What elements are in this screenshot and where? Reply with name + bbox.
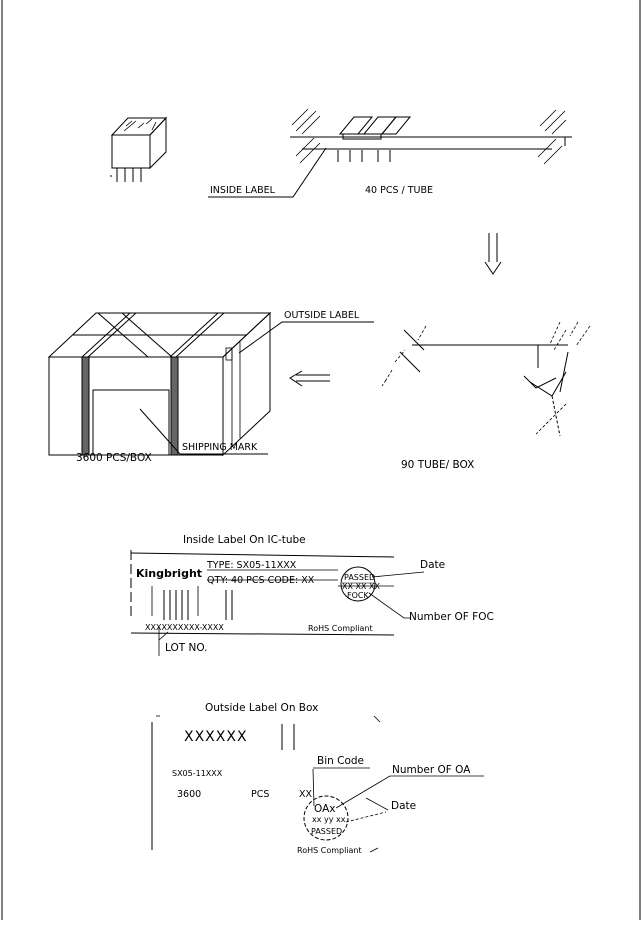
arrow-down-icon bbox=[484, 233, 502, 275]
outside-label-drawing bbox=[151, 715, 484, 853]
outside-rohs: RoHS Compliant bbox=[297, 846, 362, 855]
outside-label-caption: OUTSIDE LABEL bbox=[284, 310, 360, 321]
inside-label-heading: Inside Label On IC-tube bbox=[183, 534, 306, 546]
outside-date-caption: Date bbox=[391, 800, 416, 812]
outside-unit: PCS bbox=[251, 789, 269, 800]
oa-stamp-code: OAx bbox=[314, 803, 335, 815]
inside-label-drawing bbox=[130, 550, 425, 656]
brand-name: Kingbright bbox=[136, 567, 202, 580]
inside-label-caption: INSIDE LABEL bbox=[210, 185, 276, 196]
display-component-icon bbox=[110, 116, 168, 182]
lot-code: XXXXXXXXXX-XXXX bbox=[145, 623, 224, 632]
bin-code-caption: Bin Code bbox=[317, 755, 364, 767]
pcs-per-tube-label: 40 PCS / TUBE bbox=[365, 185, 433, 196]
foc-caption: Number OF FOC bbox=[409, 611, 494, 623]
arrow-left-icon bbox=[289, 370, 330, 387]
outside-label-heading: Outside Label On Box bbox=[205, 702, 318, 714]
type-line: TYPE: SX05-11XXX bbox=[206, 560, 297, 571]
stamp-mark: FOCK bbox=[347, 591, 369, 600]
shipping-box-icon bbox=[47, 311, 272, 457]
shipping-mark-caption: SHIPPING MARK bbox=[182, 442, 258, 453]
outside-part: SX05-11XXX bbox=[172, 769, 223, 778]
bin-value: XX bbox=[299, 789, 313, 800]
shipping-mark-leader bbox=[139, 408, 268, 455]
inside-date-caption: Date bbox=[420, 559, 445, 571]
inside-rohs: RoHS Compliant bbox=[308, 624, 373, 633]
stamp-codes: XX XX XX bbox=[342, 582, 380, 591]
tubes-per-box-label: 90 TUBE/ BOX bbox=[401, 459, 474, 471]
qty-line: QTY: 40 PCS CODE: XX bbox=[207, 575, 315, 586]
inside-label-leader bbox=[208, 147, 327, 198]
outside-code: XXXXXX bbox=[184, 729, 248, 745]
outside-label-leader bbox=[238, 321, 374, 354]
oa-stamp-small: xx yy xx bbox=[312, 815, 346, 824]
pcs-per-box-label: 3600 PCS/BOX bbox=[76, 452, 152, 464]
oa-stamp-text: PASSED bbox=[311, 827, 342, 836]
ic-tube-icon bbox=[290, 108, 572, 165]
outside-quantity: 3600 bbox=[177, 789, 201, 800]
oa-caption: Number OF OA bbox=[392, 764, 471, 776]
passed-stamp: PASSED bbox=[344, 573, 375, 582]
lot-caption: LOT NO. bbox=[165, 642, 208, 654]
tube-bundle-icon bbox=[381, 321, 591, 437]
